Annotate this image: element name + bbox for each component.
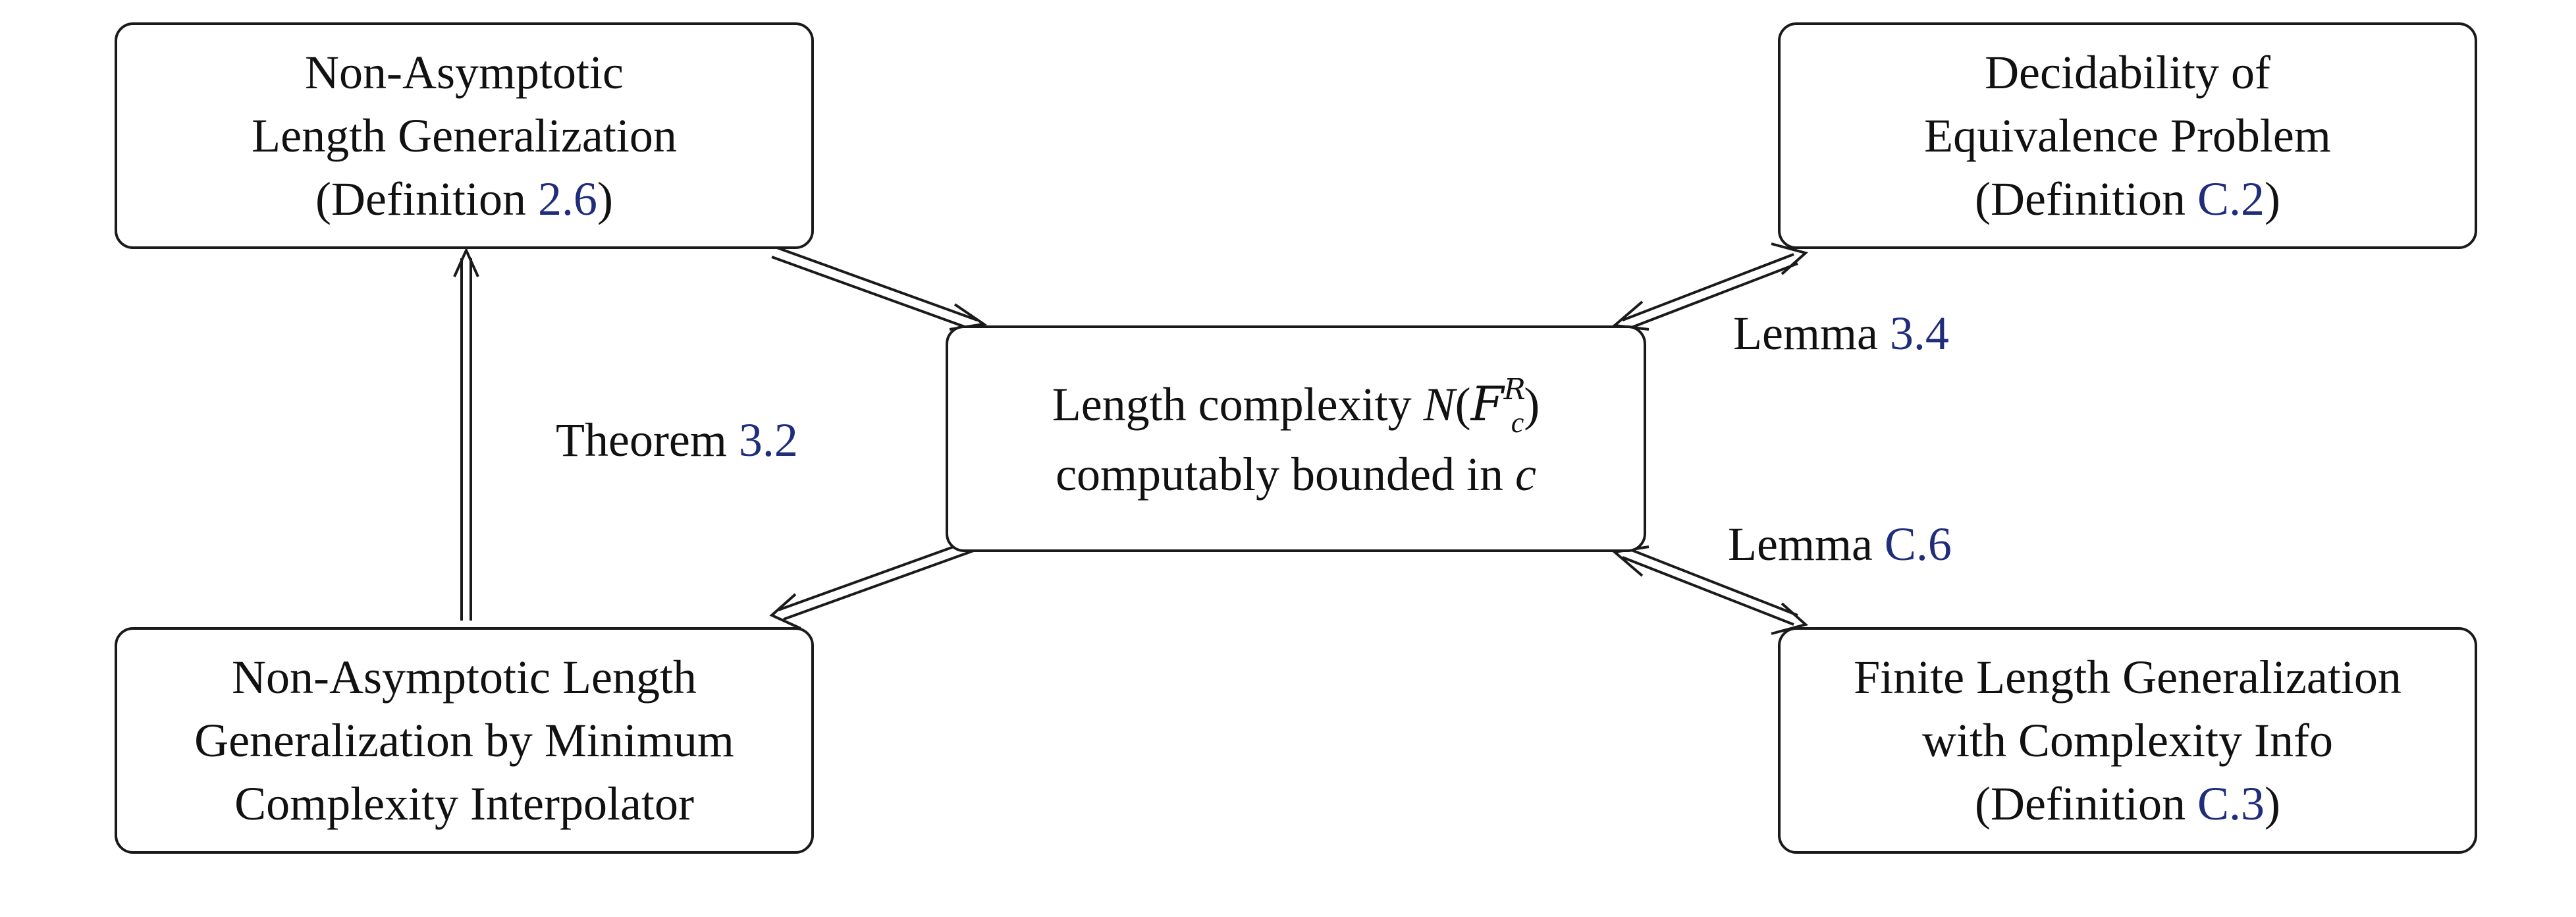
center-text: computably bounded in	[1056, 447, 1515, 501]
node-line: with Complexity Info	[1922, 714, 2333, 767]
definition-suffix: )	[597, 173, 613, 225]
math-symbol-f: F	[1470, 375, 1504, 431]
edge-label-prefix: Lemma	[1733, 307, 1890, 360]
node-line: Generalization by Minimum	[194, 714, 734, 767]
node-line: computably bounded in c	[1052, 443, 1540, 506]
implication-arrow-bottomleft-to-topleft	[453, 247, 479, 621]
edge-label-theorem: Theorem 3.2	[556, 408, 798, 472]
math-symbol-n: N	[1423, 377, 1455, 431]
definition-prefix: (Definition	[315, 173, 538, 225]
definition-prefix: (Definition	[1975, 173, 2197, 225]
definition-prefix: (Definition	[1975, 777, 2197, 830]
edge-label-prefix: Lemma	[1728, 518, 1885, 570]
node-line: Length Generalization	[252, 109, 677, 162]
node-decidability-equivalence-problem: Decidability of Equivalence Problem (Def…	[1778, 22, 2477, 249]
edge-label-prefix: Theorem	[556, 414, 739, 466]
math-symbol-c: c	[1515, 447, 1536, 501]
definition-suffix: )	[2264, 777, 2280, 830]
node-length-complexity: Length complexity N(FRc) computably boun…	[946, 325, 1646, 552]
math-paren: )	[1524, 377, 1540, 431]
edge-label-lemma-top: Lemma 3.4	[1733, 302, 1949, 365]
theorem-reference-link[interactable]: 3.2	[738, 414, 798, 466]
center-text: Length complexity	[1052, 377, 1424, 431]
node-line: Length complexity N(FRc)	[1052, 372, 1540, 443]
equivalence-arrow-topright-center	[1611, 242, 1809, 331]
node-line: Equivalence Problem	[1924, 109, 2331, 162]
math-superscript: R	[1503, 372, 1526, 406]
node-finite-length-generalization: Finite Length Generalization with Comple…	[1778, 627, 2477, 854]
implication-arrow-topleft-to-center	[771, 246, 988, 331]
node-line: (Definition C.2)	[1924, 167, 2331, 231]
math-paren: (	[1455, 377, 1471, 431]
node-non-asymptotic-length-generalization: Non-Asymptotic Length Generalization (De…	[115, 22, 814, 249]
implication-arrow-center-to-bottomleft	[769, 539, 978, 630]
node-line: Finite Length Generalization	[1854, 651, 2402, 704]
lemma-reference-link[interactable]: C.6	[1884, 518, 1952, 570]
equivalence-arrow-center-bottomright	[1611, 545, 1809, 635]
definition-reference-link[interactable]: C.2	[2197, 173, 2265, 225]
node-line: Non-Asymptotic Length	[232, 651, 697, 704]
node-line: Non-Asymptotic	[305, 46, 624, 99]
node-minimum-complexity-interpolator: Non-Asymptotic Length Generalization by …	[115, 627, 814, 854]
node-line: (Definition 2.6)	[252, 167, 677, 231]
node-line: (Definition C.3)	[1854, 772, 2402, 835]
definition-suffix: )	[2264, 173, 2280, 225]
lemma-reference-link[interactable]: 3.4	[1889, 307, 1949, 360]
node-line: Complexity Interpolator	[234, 777, 694, 830]
math-subscript: c	[1511, 406, 1524, 439]
node-line: Decidability of	[1985, 46, 2270, 99]
definition-reference-link[interactable]: 2.6	[537, 173, 597, 225]
definition-reference-link[interactable]: C.3	[2197, 777, 2265, 830]
edge-label-lemma-bottom: Lemma C.6	[1728, 513, 1952, 576]
